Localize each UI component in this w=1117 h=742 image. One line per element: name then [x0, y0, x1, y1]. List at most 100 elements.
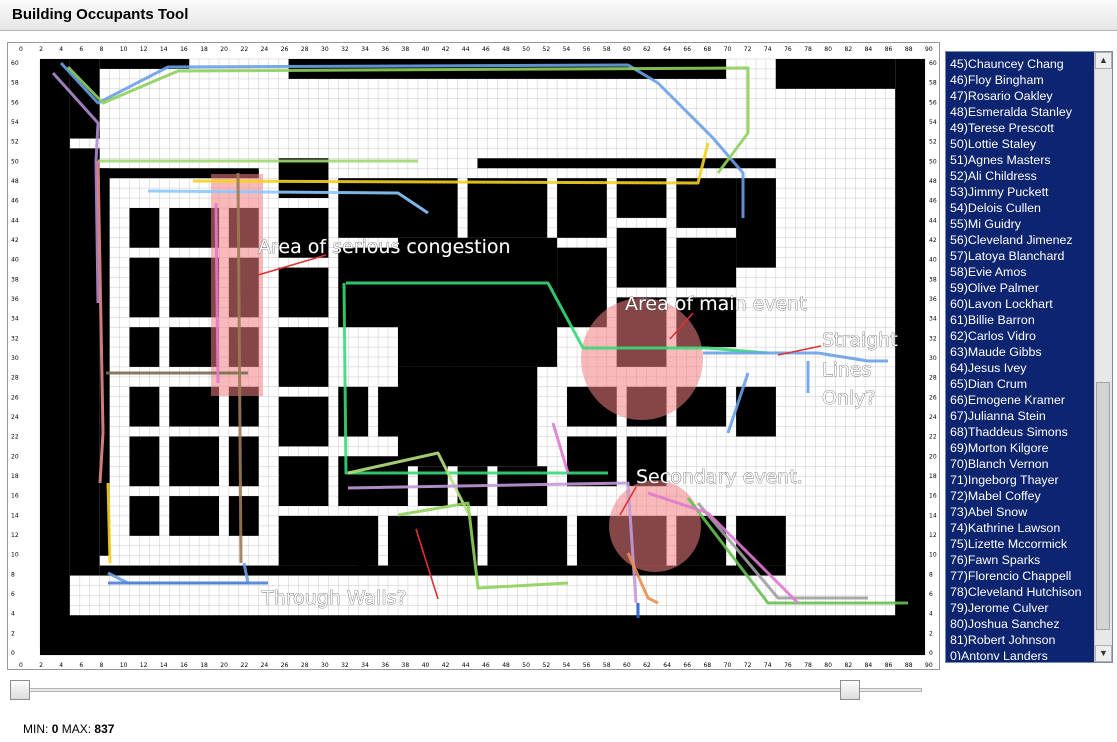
annotation-secondary-event: Secondary event.: [636, 466, 803, 488]
x-tick-bottom: 14: [160, 662, 168, 669]
annotation-arrow: [619, 486, 637, 516]
x-tick-top: 46: [482, 46, 490, 53]
occupant-list-item[interactable]: 46)Floy Bingham: [950, 73, 1044, 87]
x-tick-bottom: 70: [724, 662, 732, 669]
annotation-straight-2: Lines: [822, 359, 872, 381]
occupant-list-item[interactable]: 76)Fawn Sparks: [950, 553, 1041, 567]
y-tick-left: 22: [11, 434, 19, 441]
x-tick-top: 12: [140, 46, 148, 53]
slider-track[interactable]: [10, 688, 922, 692]
slider-min-thumb[interactable]: [10, 680, 30, 700]
list-scrollbar[interactable]: ▲ ▼: [1094, 52, 1112, 662]
x-tick-top: 34: [361, 46, 369, 53]
y-tick-right: 8: [929, 571, 933, 578]
occupant-list-item[interactable]: 64)Jesus Ivey: [950, 361, 1027, 375]
x-tick-bottom: 40: [422, 662, 430, 669]
y-tick-right: 14: [929, 512, 937, 519]
occupant-path: [551, 422, 570, 474]
occupant-list-item[interactable]: 80)Joshua Sanchez: [950, 617, 1060, 631]
y-tick-left: 10: [11, 552, 19, 559]
occupant-list-item[interactable]: 61)Billie Barron: [950, 313, 1035, 327]
y-tick-left: 46: [11, 198, 19, 205]
occupant-list-item[interactable]: 70)Blanch Vernon: [950, 457, 1049, 471]
y-tick-right: 38: [929, 276, 937, 283]
occupant-list-item[interactable]: 58)Evie Amos: [950, 265, 1027, 279]
occupant-list-item[interactable]: 73)Abel Snow: [950, 505, 1028, 519]
occupant-list-item[interactable]: 45)Chauncey Chang: [950, 57, 1064, 71]
occupant-path: [106, 482, 112, 564]
y-tick-left: 26: [11, 394, 19, 401]
x-tick-bottom: 6: [79, 662, 83, 669]
min-label: MIN:: [23, 722, 49, 736]
occupant-list-item[interactable]: 55)Mi Guidry: [950, 217, 1021, 231]
occupant-list-item[interactable]: 63)Maude Gibbs: [950, 345, 1042, 359]
y-tick-left: 60: [11, 60, 19, 67]
occupant-list-item[interactable]: 62)Carlos Vidro: [950, 329, 1036, 343]
occupant-list-item[interactable]: 51)Agnes Masters: [950, 153, 1051, 167]
scroll-thumb[interactable]: [1096, 382, 1110, 630]
x-tick-top: 56: [583, 46, 591, 53]
x-tick-bottom: 0: [19, 662, 23, 669]
occupant-list-item[interactable]: 59)Olive Palmer: [950, 281, 1039, 295]
occupant-list[interactable]: 45)Chauncey Chang 46)Floy Bingham 47)Rosar…: [945, 51, 1113, 663]
y-tick-right: 48: [929, 178, 937, 185]
occupant-list-item[interactable]: 71)Ingeborg Thayer: [950, 473, 1059, 487]
y-tick-left: 30: [11, 355, 19, 362]
x-tick-top: 38: [402, 46, 410, 53]
occupant-list-items: 45)Chauncey Chang 46)Floy Bingham 47)Rosar…: [950, 56, 1092, 660]
occupant-list-item[interactable]: 66)Emogene Kramer: [950, 393, 1066, 407]
occupant-list-item[interactable]: 68)Thaddeus Simons: [950, 425, 1068, 439]
floor-plan-canvas[interactable]: 0022446688101012121414161618182020222224…: [8, 43, 939, 669]
occupant-list-item[interactable]: 48)Esmeralda Stanley: [950, 105, 1072, 119]
occupant-list-item[interactable]: 52)Ali Childress: [950, 169, 1037, 183]
occupant-list-item[interactable]: 67)Julianna Stein: [950, 409, 1046, 423]
x-tick-top: 24: [261, 46, 269, 53]
x-tick-bottom: 66: [683, 662, 691, 669]
x-tick-bottom: 8: [100, 662, 104, 669]
x-tick-top: 84: [865, 46, 873, 53]
occupant-list-item[interactable]: 54)Delois Cullen: [950, 201, 1041, 215]
occupant-list-item[interactable]: 53)Jimmy Puckett: [950, 185, 1049, 199]
x-tick-bottom: 60: [623, 662, 631, 669]
y-tick-left: 8: [11, 571, 15, 578]
scroll-down-icon[interactable]: ▼: [1095, 645, 1112, 662]
x-tick-bottom: 74: [764, 662, 772, 669]
occupant-list-item[interactable]: 77)Florencio Chappell: [950, 569, 1072, 583]
y-tick-right: 56: [929, 99, 937, 106]
y-tick-left: 2: [11, 630, 15, 637]
axis-ticks: 0022446688101012121414161618182020222224…: [11, 46, 937, 669]
occupant-path: [696, 502, 868, 600]
x-tick-top: 44: [462, 46, 470, 53]
occupant-list-item[interactable]: 81)Robert Johnson: [950, 633, 1056, 647]
slider-max-thumb[interactable]: [839, 680, 860, 700]
time-range-slider[interactable]: [10, 680, 922, 700]
x-tick-bottom: 78: [804, 662, 812, 669]
occupant-list-item[interactable]: 50)Lottie Staley: [950, 137, 1037, 151]
occupant-list-item[interactable]: 69)Morton Kilgore: [950, 441, 1049, 455]
y-tick-right: 22: [929, 434, 937, 441]
occupant-list-item[interactable]: 47)Rosario Oakley: [950, 89, 1053, 103]
occupant-list-item[interactable]: 75)Lizette Mccormick: [950, 537, 1068, 551]
scroll-up-icon[interactable]: ▲: [1095, 52, 1112, 69]
occupant-list-item[interactable]: 56)Cleveland Jimenez: [950, 233, 1073, 247]
occupant-list-item[interactable]: 72)Mabel Coffey: [950, 489, 1041, 503]
x-tick-top: 80: [824, 46, 832, 53]
occupant-list-item[interactable]: 79)Jerome Culver: [950, 601, 1049, 615]
x-tick-bottom: 52: [543, 662, 551, 669]
occupant-list-item[interactable]: 57)Latoya Blanchard: [950, 249, 1065, 263]
occupant-list-item[interactable]: 78)Cleveland Hutchison: [950, 585, 1082, 599]
occupant-list-item[interactable]: 74)Kathrine Lawson: [950, 521, 1061, 535]
occupant-list-item[interactable]: 60)Lavon Lockhart: [950, 297, 1053, 311]
y-tick-right: 4: [929, 611, 933, 618]
occupant-list-item[interactable]: 65)Dian Crum: [950, 377, 1028, 391]
x-tick-bottom: 16: [180, 662, 188, 669]
x-tick-bottom: 62: [643, 662, 651, 669]
occupant-list-item[interactable]: 0)Antony Landers: [950, 649, 1048, 660]
annotation-straight-1: Straight: [822, 329, 898, 351]
y-tick-left: 48: [11, 178, 19, 185]
y-tick-right: 58: [929, 80, 937, 87]
occupant-path: [192, 142, 710, 185]
occupant-list-item[interactable]: 49)Terese Prescott: [950, 121, 1054, 135]
y-tick-right: 50: [929, 158, 937, 165]
